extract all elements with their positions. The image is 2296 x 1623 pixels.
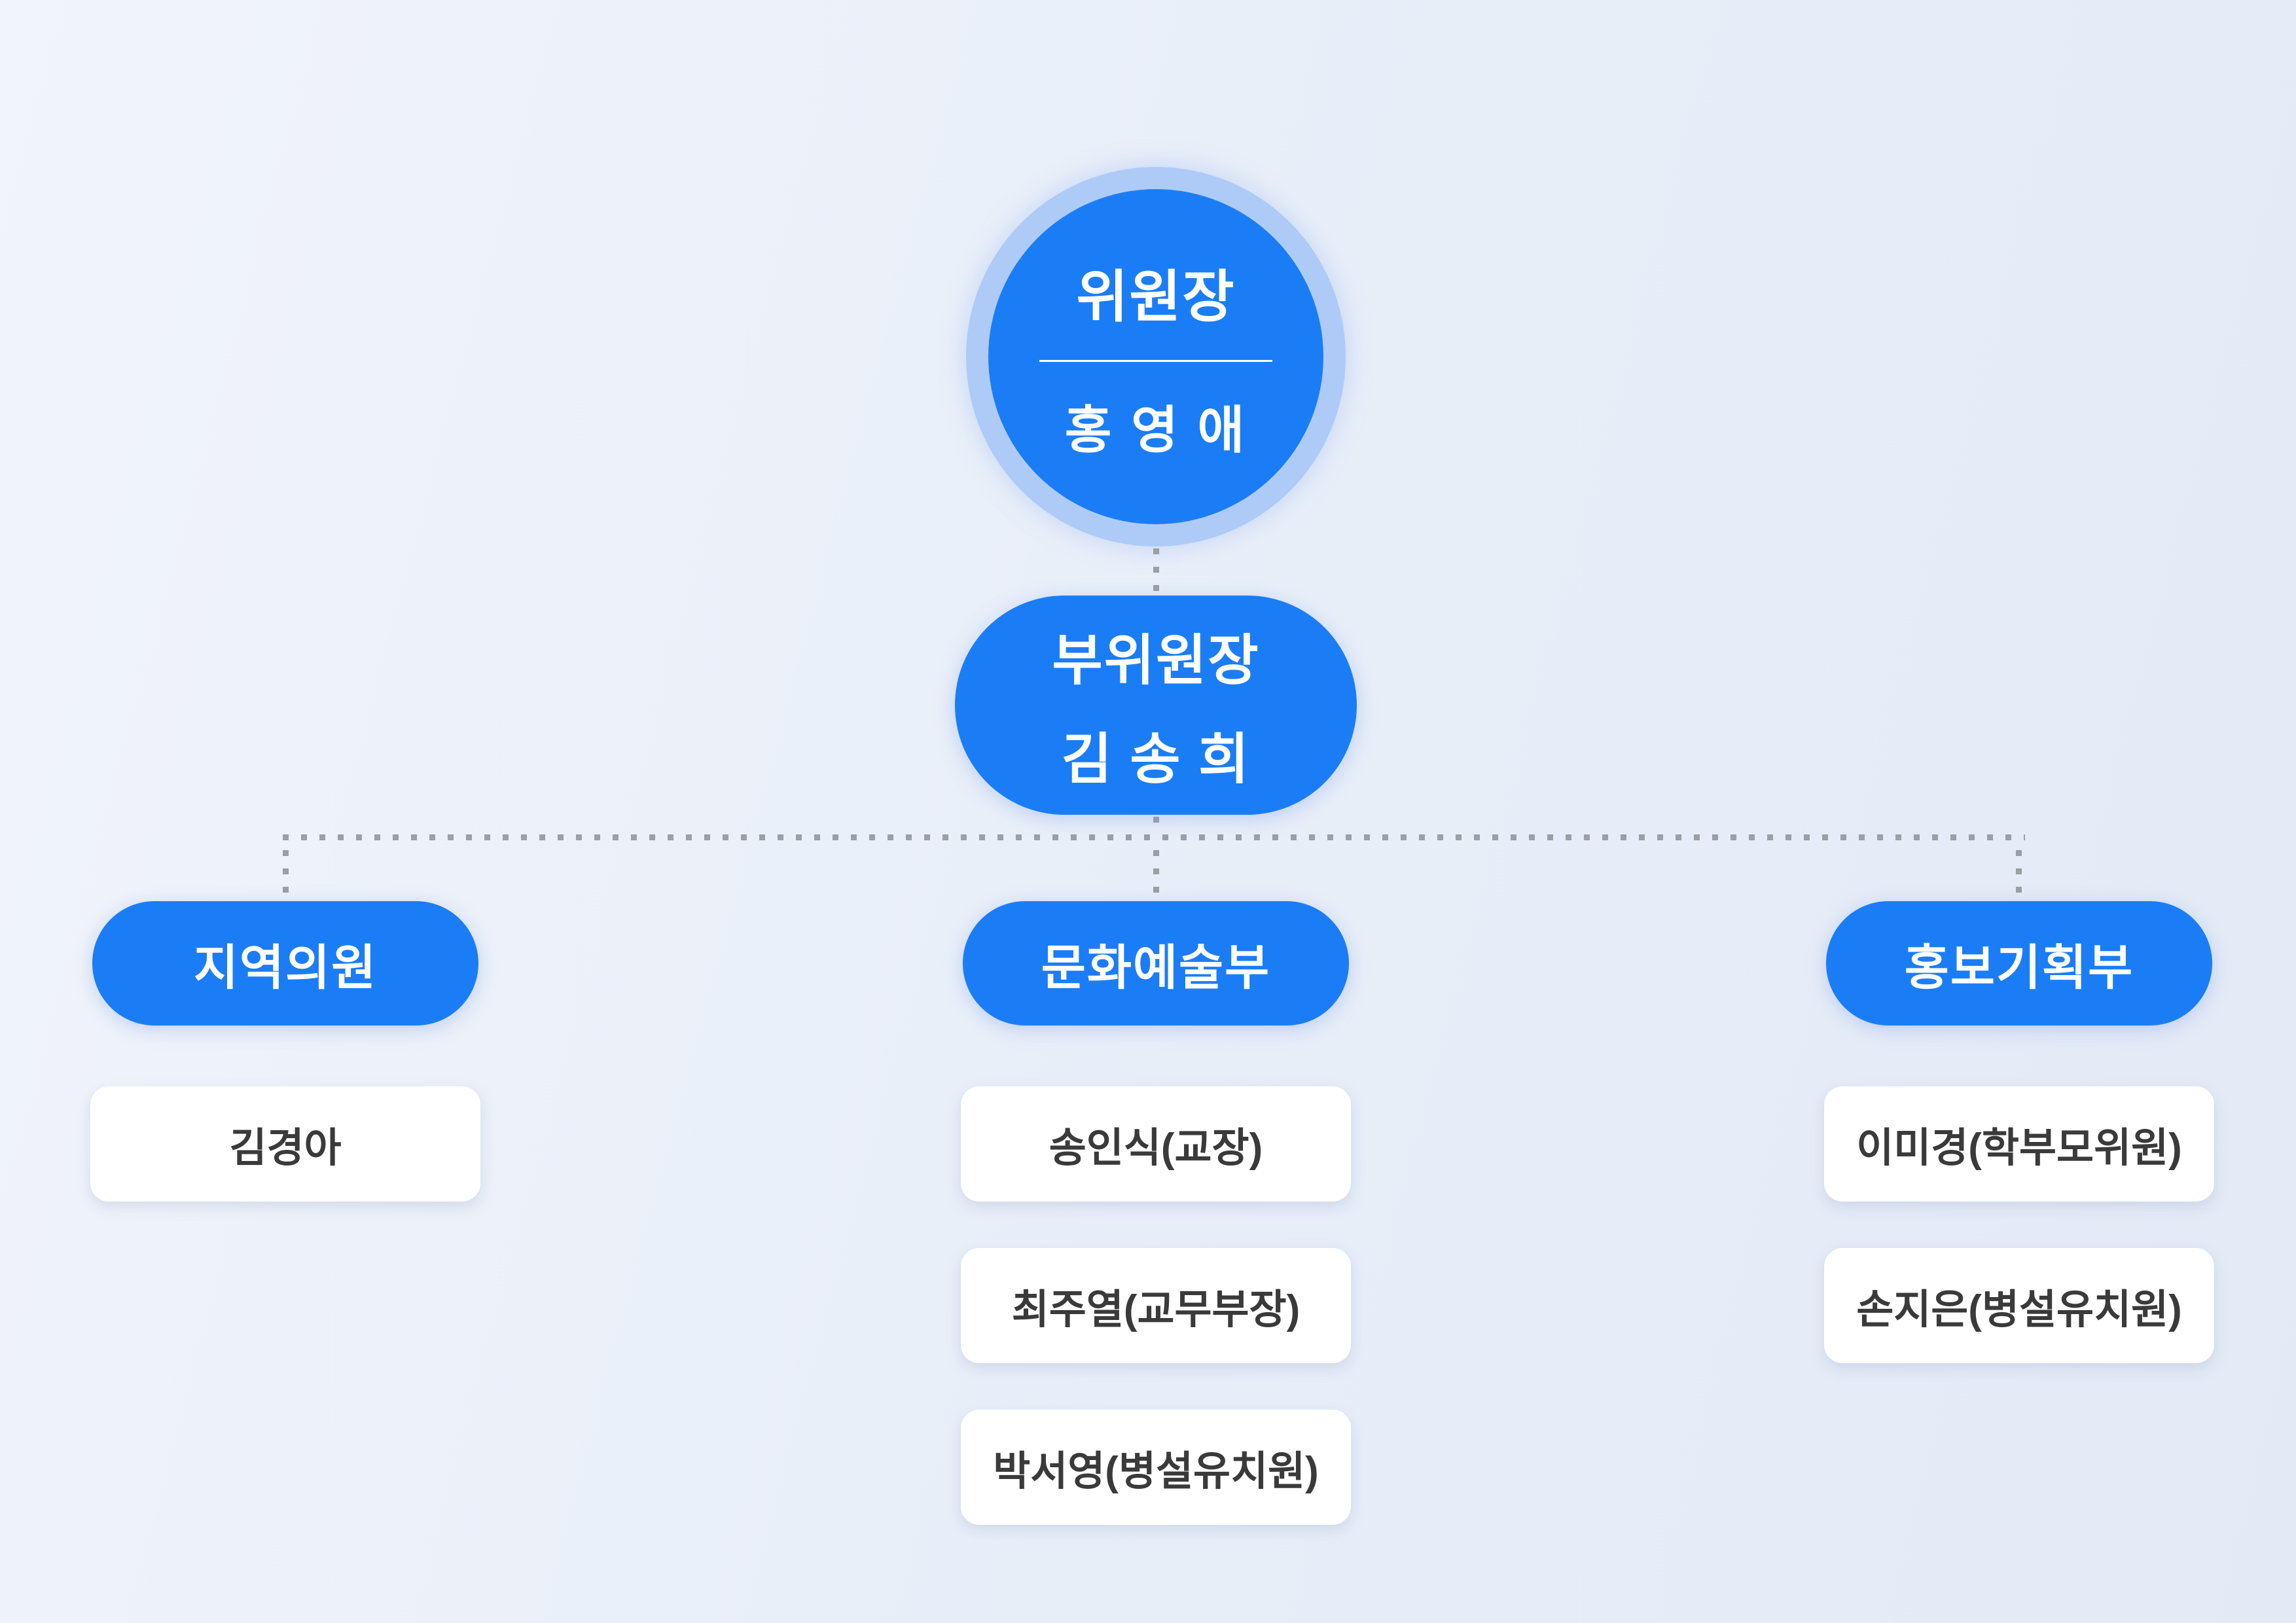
member-card: 송인식(교장): [961, 1086, 1351, 1202]
member-card: 이미경(학부모위원): [1824, 1086, 2214, 1202]
chairman-name: 홍 영 애: [1064, 401, 1247, 459]
member-card: 김경아: [90, 1086, 480, 1202]
branch-drop-right-dotted-line: [2016, 850, 2022, 893]
branch-local-council-pill: 지역의원: [92, 901, 478, 1026]
member-card: 손지은(병설유치원): [1824, 1248, 2214, 1363]
member-card: 박서영(병설유치원): [961, 1410, 1351, 1525]
vice-chairman-name: 김 송 희: [1061, 728, 1251, 790]
vice-chairman-title: 부위원장: [1052, 629, 1260, 691]
branch-horizontal-dotted-line: [283, 834, 2025, 840]
connector-chairman-to-vice-dotted-line: [1153, 548, 1159, 592]
branch-pr-planning-pill: 홍보기획부: [1826, 901, 2212, 1026]
member-card: 최주열(교무부장): [961, 1248, 1351, 1363]
branch-drop-left-dotted-line: [283, 850, 289, 893]
chairman-title: 위원장: [1076, 266, 1236, 329]
chairman-node: 위원장 홍 영 애: [988, 189, 1323, 524]
branch-drop-center-dotted-line: [1153, 850, 1159, 893]
connector-vice-to-branch-dotted-line: [1153, 817, 1159, 834]
vice-chairman-node: 부위원장 김 송 희: [955, 596, 1357, 815]
chairman-divider: [1039, 360, 1272, 362]
branch-culture-arts-pill: 문화예술부: [963, 901, 1349, 1026]
